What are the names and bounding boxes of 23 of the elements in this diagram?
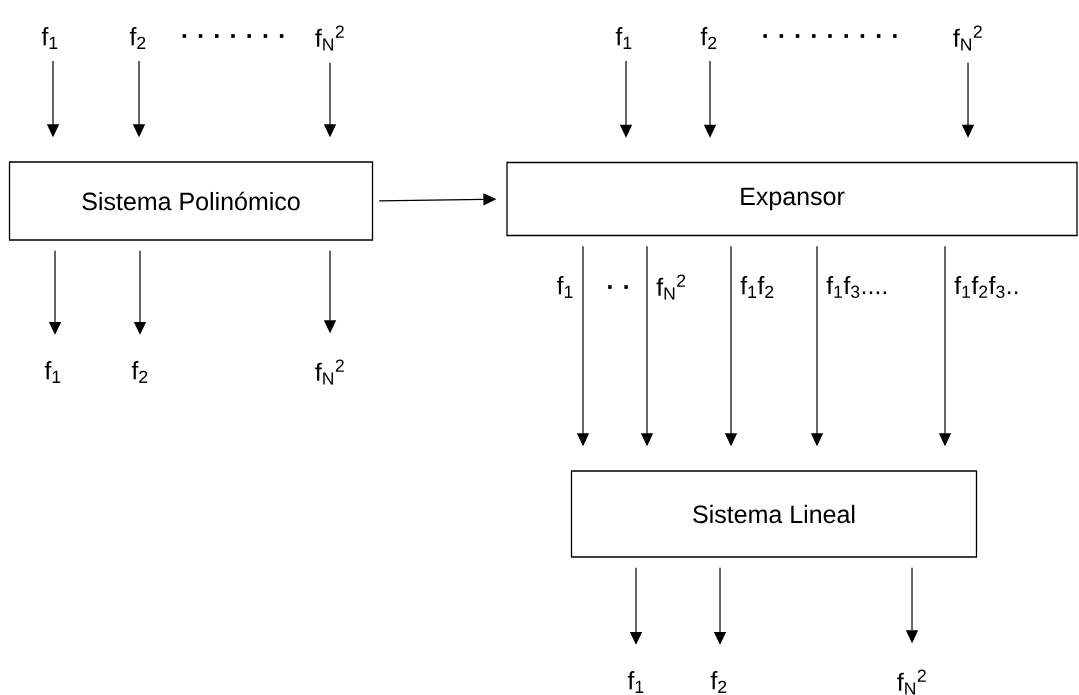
signal-label: f$_{N}$2 xyxy=(315,359,344,385)
edge-label: f$_{1}$f$_{2}$f$_{3}$.. xyxy=(954,276,1018,298)
system-box: Expansor xyxy=(506,161,1078,237)
ellipsis-dots: . . xyxy=(608,285,628,289)
edge-label: f$_{1}$ xyxy=(557,276,573,298)
signal-label: f$_{1}$ xyxy=(44,361,61,383)
signal-label: f$_{N}$2 xyxy=(897,669,926,695)
edge-label: f$_{N}$2 xyxy=(656,274,686,300)
signal-label: f$_{2}$ xyxy=(131,361,148,383)
ellipsis-dots: . . . . . . . . . xyxy=(763,34,897,38)
signal-label: f$_{N}$2 xyxy=(953,25,982,51)
signal-label: f$_{2}$ xyxy=(700,27,717,49)
signal-label: f$_{1}$ xyxy=(627,671,644,693)
system-box: Sistema Lineal xyxy=(570,470,978,558)
signal-label: f$_{2}$ xyxy=(710,671,727,693)
edge-label: f$_{1}$f$_{3}$.... xyxy=(826,276,887,298)
signal-label: f$_{2}$ xyxy=(129,27,146,49)
signal-label: f$_{1}$ xyxy=(615,27,632,49)
system-box: Sistema Polinómico xyxy=(8,161,374,241)
signal-label: f$_{1}$ xyxy=(41,27,58,49)
ellipsis-dots: . . . . . . . xyxy=(182,34,284,38)
edge-label: f$_{1}$f$_{2}$ xyxy=(740,276,774,298)
signal-label: f$_{N}$2 xyxy=(315,25,344,51)
